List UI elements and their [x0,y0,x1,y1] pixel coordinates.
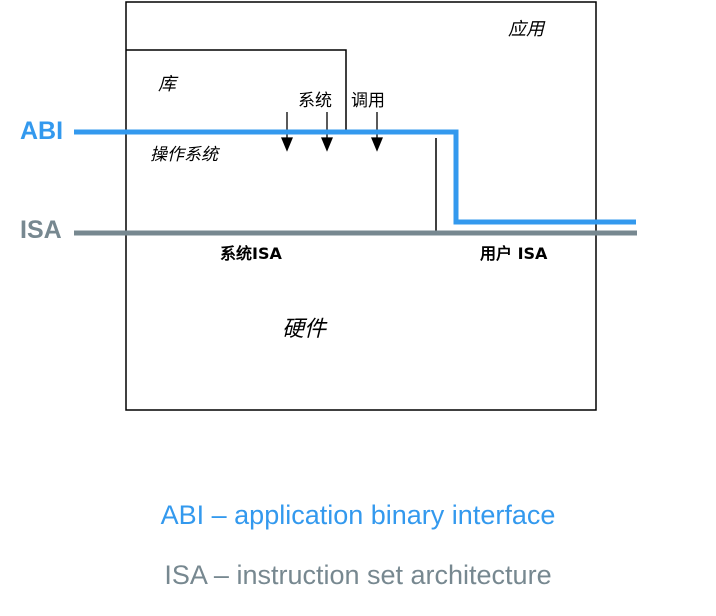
abi-side-label: ABI [20,117,64,145]
syscall-label-2: 调用 [351,91,385,111]
user-isa-label: 用户 ISA [480,244,548,263]
isa-legend: ISA – instruction set architecture [164,560,552,590]
application-box [125,1,597,411]
library-box [126,49,347,132]
library-label: 库 [158,74,176,95]
abi-legend: ABI – application binary interface [160,500,556,530]
hardware-label: 硬件 [282,317,327,342]
isa-side-label: ISA [20,216,62,244]
abi-line [74,129,636,225]
application-label: 应用 [508,19,544,40]
syscall-label-1: 系统 [298,91,332,111]
syscall-arrows [281,112,383,152]
system-isa-label: 系统ISA [220,244,282,263]
os-label: 操作系统 [150,145,218,165]
